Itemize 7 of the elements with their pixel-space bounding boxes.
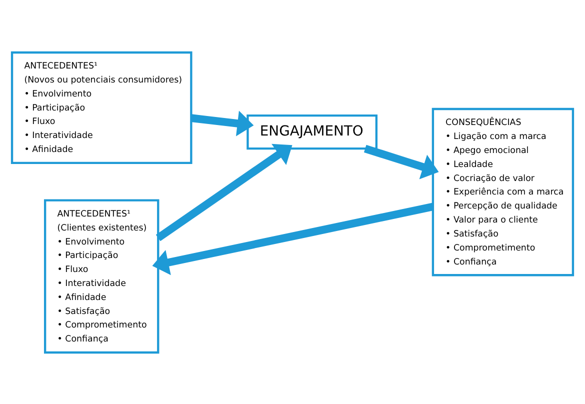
arrow: [364, 144, 439, 179]
node-box: CONSEQUÊNCIAS • Ligação com a marca • Apego emocional • Lealdade • Cocriação de valor • Experiência com a marca • Percepção de qualidade • Valor para o cliente • Satisfação • Comprometimento • Confiança: [432, 107, 574, 276]
arrow: [190, 110, 254, 136]
node-box: ANTECEDENTES¹ (Clientes existentes) • Envolvimento • Participação • Fluxo • Interatividade • Afinidade • Satisfação • Comprometimento • Confiança: [44, 198, 160, 354]
node-box: ANTECEDENTES¹ (Novos ou potenciais consumidores) • Envolvimento • Participação • Fluxo • Interatividade • Afinidade: [10, 50, 192, 164]
node-box: ENGAJAMENTO: [246, 114, 378, 150]
arrow: [152, 202, 434, 275]
